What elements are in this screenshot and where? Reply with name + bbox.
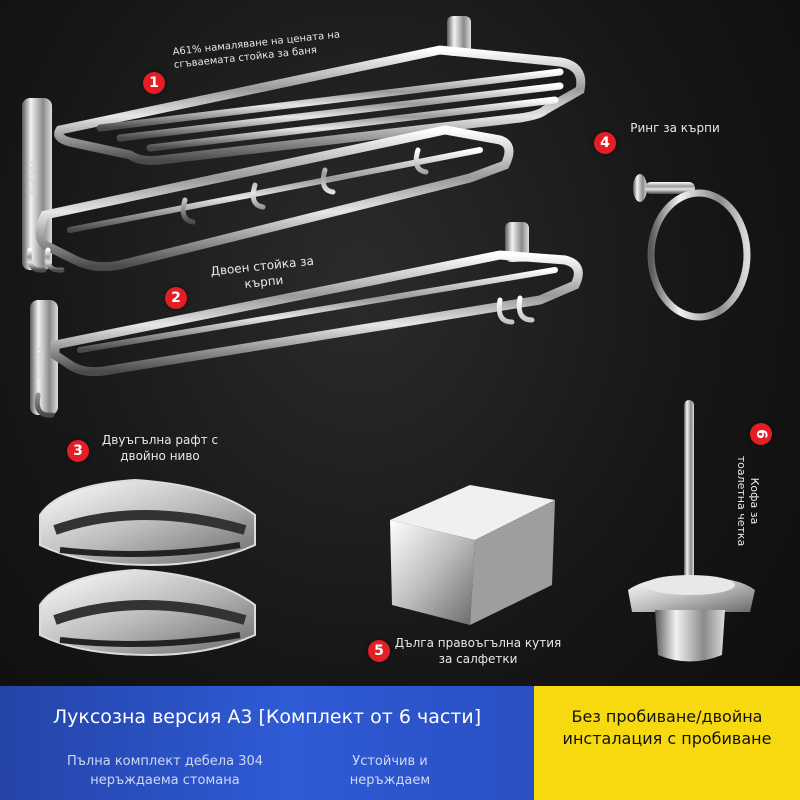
corner-shelf-top xyxy=(39,478,256,567)
banner-right xyxy=(534,686,800,800)
badge-1: 1 xyxy=(143,72,165,94)
banner-left xyxy=(0,686,534,800)
badge-6: 6 xyxy=(750,423,772,445)
folding-towel-rack xyxy=(22,16,586,273)
banner-title: Луксозна версия A3 [Комплект от 6 части] xyxy=(52,706,482,728)
tissue-box xyxy=(390,485,555,625)
banner-feature-rustproof: Устойчив и неръждаем xyxy=(349,754,431,788)
engraving-sus304-2: SUS304 xyxy=(37,347,46,378)
banner-installation: Без пробиване/двойна инсталация с пробив… xyxy=(562,707,772,748)
label-item-6: Кофа за тоалетна четка xyxy=(735,455,761,547)
banner-feature-material: Пълна комплект дебела 304 неръждаема сто… xyxy=(66,754,264,788)
engraving-sus304-1: SUS304 xyxy=(30,160,40,195)
towel-ring xyxy=(633,174,751,321)
toilet-brush-holder xyxy=(628,400,755,662)
product-illustration: SUS304 SUS304 xyxy=(22,16,755,662)
badge-3: 3 xyxy=(67,440,89,462)
badge-4: 4 xyxy=(594,132,616,154)
badge-5: 5 xyxy=(368,640,390,662)
label-item-5: Дълга правоъгълна кутия за салфетки xyxy=(394,636,562,666)
corner-shelf-bottom xyxy=(39,568,256,657)
label-item-4: Ринг за кърпи xyxy=(630,121,720,135)
double-towel-bar xyxy=(30,222,583,418)
label-item-3: Двуъгълна рафт с двойно ниво xyxy=(101,433,219,463)
badge-2: 2 xyxy=(165,287,187,309)
